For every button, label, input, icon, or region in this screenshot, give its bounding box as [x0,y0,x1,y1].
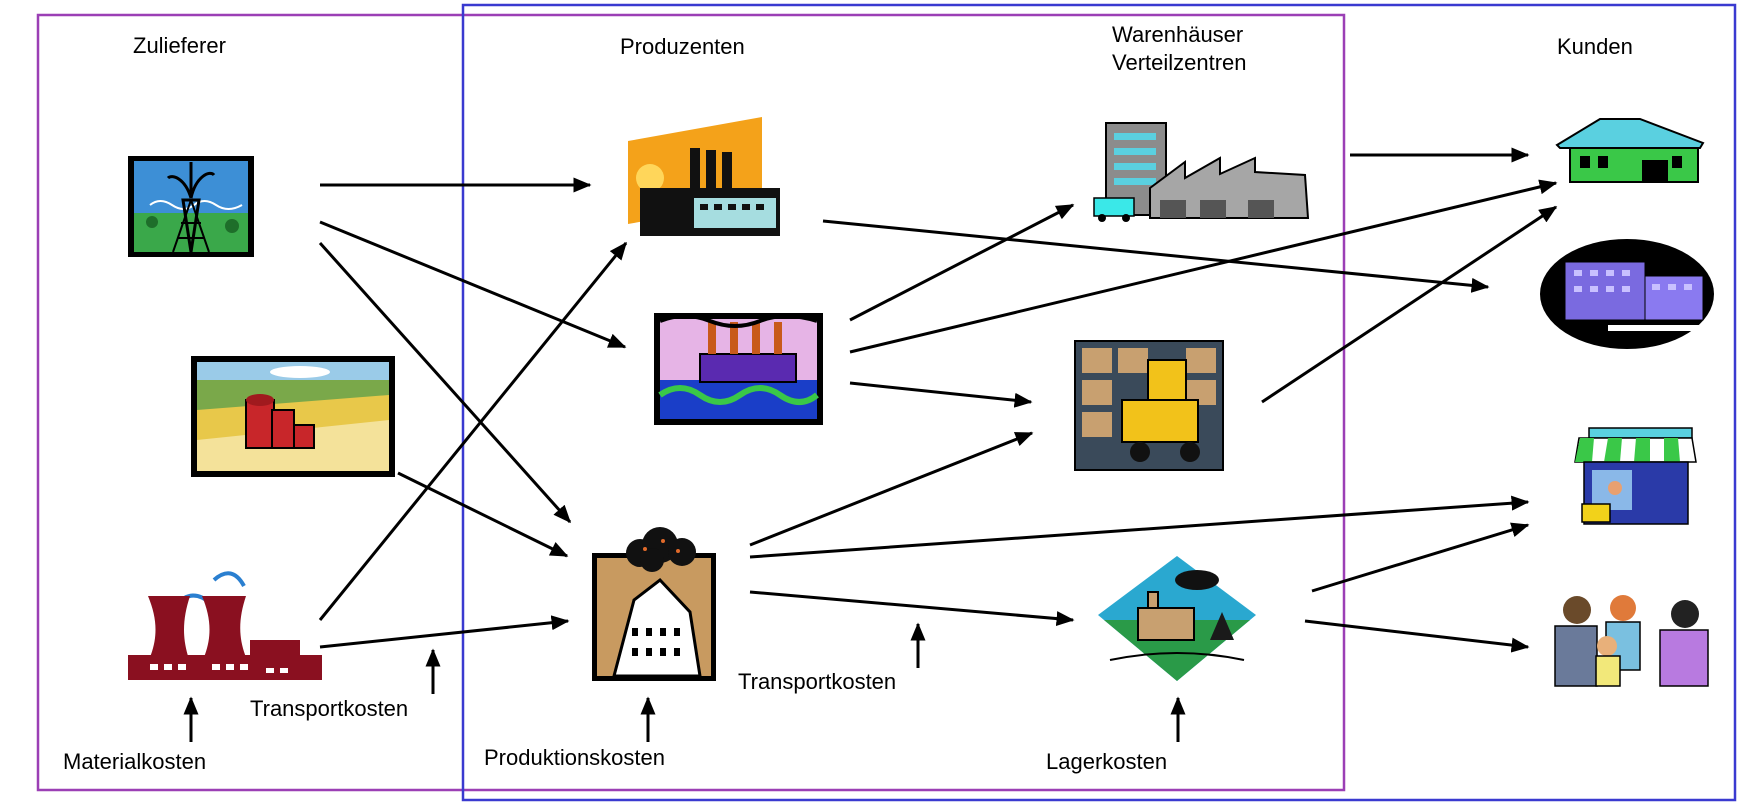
flow-arrow [1304,619,1530,653]
nuclear-plant-icon [128,571,322,680]
purple-frame [36,13,1346,792]
forklift-shelves-icon [1074,340,1224,471]
oil-derrick-icon [128,156,254,257]
flow-arrow [849,203,1075,322]
house-icon [1555,118,1705,183]
flow-arrow [749,431,1034,547]
flow-arrow [318,241,572,524]
people-group-icon [1554,595,1709,687]
cost-label-material: Materialkosten [63,749,206,774]
factory-sunrise-icon [628,117,780,236]
farm-silo-icon [191,356,395,477]
flow-arrow [319,615,570,649]
flow-arrow [849,179,1558,354]
flow-arrow [849,381,1033,408]
column-heading-suppliers: Zulieferer [133,33,226,58]
polluting-factory-icon [592,527,716,681]
flow-arrow [749,495,1530,559]
factory-smokestacks-icon [654,313,823,425]
cost-label-production: Produktionskosten [484,745,665,770]
cost-label-storage: Lagerkosten [1046,749,1167,774]
hospital-building-icon [1540,239,1714,349]
warehouse-buildings-icon [1093,122,1310,222]
column-heading-customers: Kunden [1557,34,1633,59]
shop-awning-icon [1574,427,1697,525]
cost-label-transport-left: Transportkosten [250,696,408,721]
cost-label-transport-mid: Transportkosten [738,669,896,694]
column-heading-producers: Produzenten [620,34,745,59]
flow-arrows [318,147,1558,653]
column-heading-warehouses-line1: Warenhäuser [1112,22,1243,47]
flow-arrow [749,590,1075,627]
plant-landscape-icon [1098,556,1256,681]
flow-arrow [319,220,627,349]
flow-arrow [822,219,1490,293]
column-heading-warehouses-line2: Verteilzentren [1112,50,1247,75]
flow-arrow [397,471,569,558]
flow-arrow [1311,522,1530,593]
flow-arrow [1261,205,1558,404]
flow-arrow [318,241,628,621]
